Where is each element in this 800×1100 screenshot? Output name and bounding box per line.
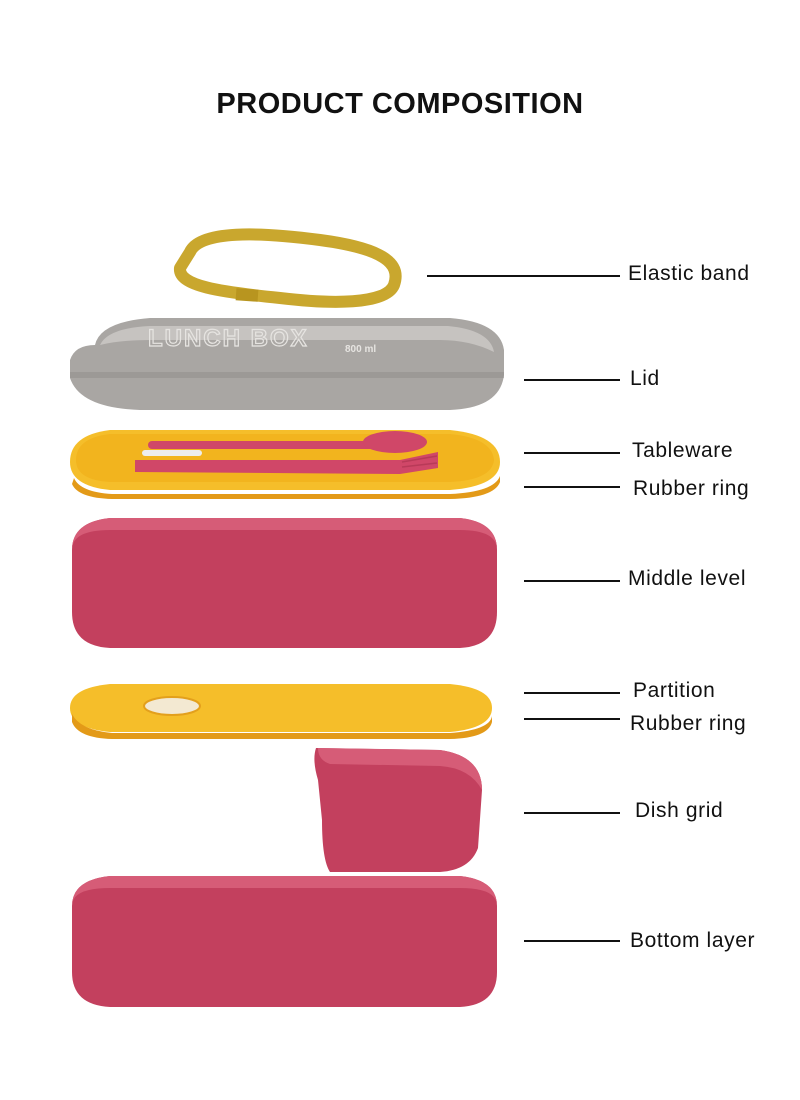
dish-grid-image [314,748,482,872]
callout-line-partition [524,692,620,694]
label-rubber-ring-top: Rubber ring [633,477,750,500]
label-elastic-band: Elastic band [628,262,750,285]
callout-line-dish-grid [524,812,620,814]
label-tableware: Tableware [632,439,734,462]
callout-line-lid [524,379,620,381]
callout-line-tableware [524,452,620,454]
callout-line-rubber-ring-bottom [524,718,620,720]
callout-line-rubber-ring-top [524,486,620,488]
callout-line-middle-level [524,580,620,582]
label-middle-level: Middle level [628,567,747,590]
label-bottom-layer: Bottom layer [630,929,756,952]
label-lid: Lid [630,367,660,390]
elastic-band-image [174,228,402,308]
bottom-layer-image [72,876,497,1007]
partition-tray-image [70,684,492,739]
lid-capacity-embossing: 800 ml [345,344,376,355]
middle-level-image [72,518,497,648]
callout-line-bottom-layer [524,940,620,942]
label-rubber-ring-bottom: Rubber ring [630,712,747,735]
callout-line-elastic-band [427,275,620,277]
tableware-cutlery [135,431,438,474]
lid-brand-embossing: LUNCH BOX [148,325,309,352]
lid-image: LUNCH BOX 800 ml [70,318,504,410]
page-title: PRODUCT COMPOSITION [216,88,584,120]
label-partition: Partition [633,679,716,702]
label-dish-grid: Dish grid [635,799,724,822]
tableware-tray-image [70,430,500,499]
